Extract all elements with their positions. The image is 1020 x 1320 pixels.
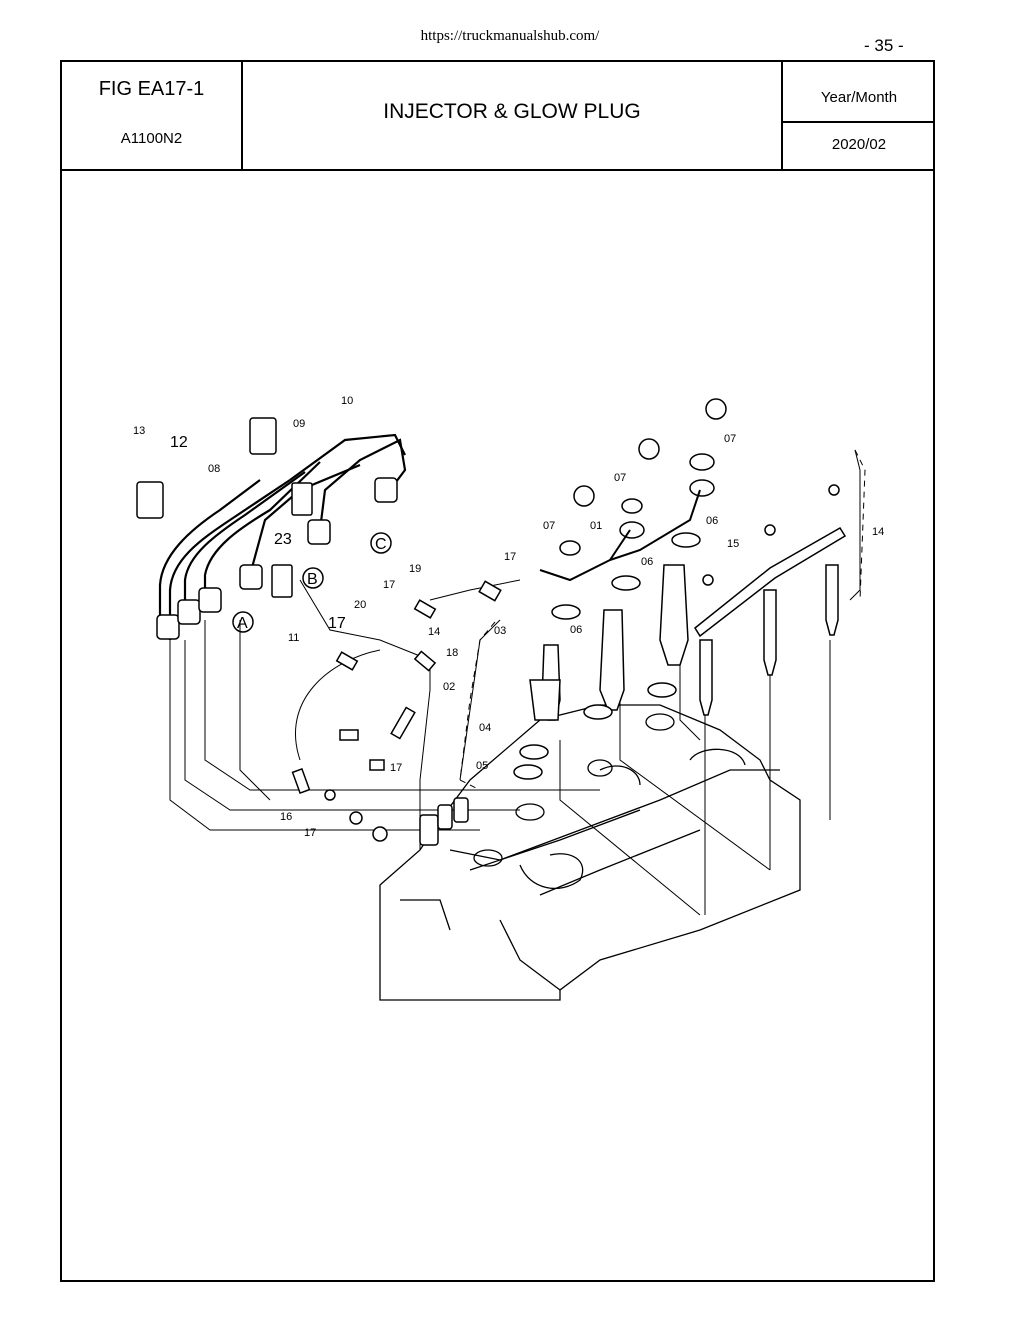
year-month-value: 2020/02	[831, 136, 887, 153]
figure-number: FIG EA17-1	[98, 78, 205, 100]
callout-label: 13	[133, 425, 145, 437]
callout-label: 11	[288, 632, 299, 644]
callout-label: 03	[494, 625, 506, 637]
callout-label: 17	[390, 762, 402, 774]
leader-lines	[169, 449, 861, 916]
callout-label: 06	[570, 624, 582, 636]
date-cell: Year/Month 2020/02	[781, 62, 935, 169]
callout-label: 16	[280, 811, 292, 823]
page-frame: FIG EA17-1 A1100N2 INJECTOR & GLOW PLUG …	[60, 60, 935, 1282]
callout-label: 17	[383, 579, 395, 591]
callout-label: B	[307, 571, 318, 588]
callout-label: 08	[208, 463, 220, 475]
year-month-label: Year/Month	[820, 89, 898, 106]
date-cell-divider	[783, 121, 935, 123]
callout-label: 20	[354, 599, 366, 611]
callout-label: 17	[328, 615, 346, 632]
callout-label: 17	[504, 551, 516, 563]
callout-label: 19	[409, 563, 421, 575]
page-number: - 35 -	[864, 36, 904, 55]
callout-label: 10	[341, 395, 353, 407]
callout-label: 15	[727, 538, 739, 550]
callout-label: 07	[614, 472, 626, 484]
glow-plugs	[694, 484, 847, 716]
callout-label: 01	[590, 520, 602, 532]
figure-cell: FIG EA17-1 A1100N2	[62, 62, 243, 169]
page-title: INJECTOR & GLOW PLUG	[383, 100, 641, 123]
model-code: A1100N2	[120, 130, 183, 147]
callout-label: 06	[706, 515, 718, 527]
callout-label: A	[237, 615, 248, 632]
callout-label: 02	[443, 681, 455, 693]
source-url: https://truckmanualshub.com/	[420, 28, 600, 44]
callout-label: 09	[293, 418, 305, 430]
title-block: FIG EA17-1 A1100N2 INJECTOR & GLOW PLUG …	[62, 62, 935, 171]
callout-label: 14	[872, 526, 884, 538]
callout-label: 07	[543, 520, 555, 532]
callout-labels: 13 12 09 10 08 23 11 A B C 20 19 17 17 1…	[133, 395, 884, 839]
callout-label: C	[375, 536, 387, 553]
callout-label: 18	[446, 647, 458, 659]
callout-label: 17	[304, 827, 316, 839]
callout-label: 14	[428, 626, 440, 638]
injection-pipes	[158, 433, 407, 640]
callout-label: 07	[724, 433, 736, 445]
reference-circles	[232, 398, 727, 633]
engine-head-outline	[379, 704, 801, 1001]
injectors	[513, 453, 715, 780]
callout-label: 05	[476, 760, 488, 772]
leak-off-pipes	[539, 489, 701, 582]
callout-label: 23	[274, 531, 292, 548]
fittings	[136, 417, 398, 640]
callout-label: 06	[641, 556, 653, 568]
callout-label: 04	[479, 722, 491, 734]
callout-label: 12	[170, 434, 188, 451]
return-hoses	[291, 580, 502, 846]
dashed-brackets	[459, 449, 866, 791]
